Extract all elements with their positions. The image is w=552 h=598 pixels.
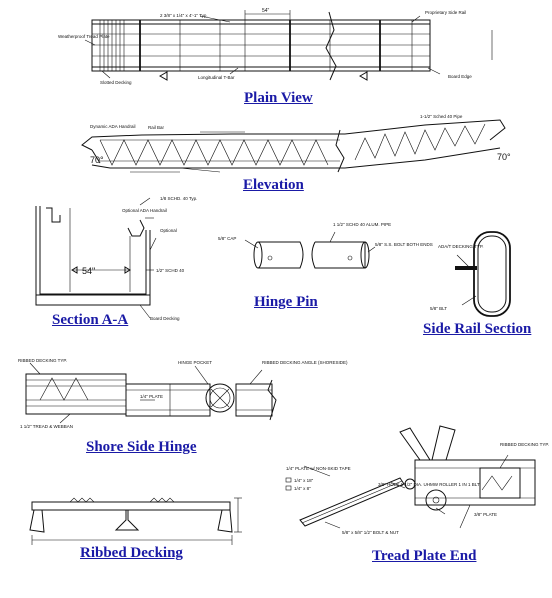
plain-left-callout: Weatherproof Tread Plate bbox=[58, 34, 110, 39]
elevation-drawing: Dynamic ADA Handrail Rail Bar 1-1/2" Sch… bbox=[81, 114, 511, 173]
elevation-left-angle: 70° bbox=[90, 155, 104, 165]
elevation-title[interactable]: Elevation bbox=[243, 177, 304, 193]
plain-top-callout: 2 3/8" x 1/4" x 4'-1" Typ. bbox=[160, 13, 208, 18]
tread-plate-end-drawing: 1/4" PLATE w/ NON-SKID TAPE 1/4" x 18" 1… bbox=[285, 425, 549, 535]
section-top-callout: 1/8 SCHD. 40 Typ. bbox=[160, 196, 197, 201]
tread-box2-callout: 1/4" x 8" bbox=[294, 486, 311, 491]
section-pipe-callout: 1/2" SCHD 40 bbox=[156, 268, 185, 273]
plain-view-drawing: 54" 2 3/8" x 1/4" x 4'-1" Typ. Proprieta… bbox=[58, 8, 493, 85]
ribbed-decking-title[interactable]: Ribbed Decking bbox=[80, 545, 183, 561]
shore-side-hinge-title[interactable]: Shore Side Hinge bbox=[86, 439, 197, 455]
tread-right-top-callout: RIBBED DECKING TYP. bbox=[500, 442, 549, 447]
shore-side-hinge-drawing: RIBBED DECKING TYP. HINGE POCKET RIBBED … bbox=[18, 358, 348, 429]
tread-left-callout: 1/4" PLATE w/ NON-SKID TAPE bbox=[286, 466, 351, 471]
section-width-dimension: 54" bbox=[82, 266, 95, 276]
pin-top-callout: 1 1/2" SCHD 40 ALUM. PIPE bbox=[333, 222, 391, 227]
tread-plate-end-title[interactable]: Tread Plate End bbox=[372, 548, 477, 564]
side-rail-section-drawing: ADA/T DECKING TYP. 5/8" BLT bbox=[430, 231, 511, 317]
hinge-left-callout: RIBBED DECKING TYP. bbox=[18, 358, 67, 363]
hinge-bottom-callout: 1 1/2" TREAD & WEBBAN bbox=[20, 424, 73, 429]
elevation-right-angle: 70° bbox=[497, 152, 511, 162]
plain-top-right-callout: Proprietary Side Rail bbox=[425, 10, 466, 15]
plain-bottom-left-callout: Slotted Decking bbox=[100, 80, 132, 85]
section-deck-callout: Board Decking bbox=[150, 316, 180, 321]
elevation-left-callout: Dynamic ADA Handrail bbox=[90, 124, 136, 129]
elevation-right-callout: 1-1/2" Sched 40 Pipe bbox=[420, 114, 463, 119]
pin-left-callout: 5/8" CAP bbox=[218, 236, 236, 241]
plain-width-dimension: 54" bbox=[262, 8, 270, 14]
tread-bottom-callout: 5/8" x 5/8" 1/2" BOLT & NUT bbox=[342, 530, 399, 535]
plain-bottom-right-callout: Board Edge bbox=[448, 74, 472, 79]
hinge-top-callout: HINGE POCKET bbox=[178, 360, 212, 365]
hinge-plate-callout: 1/4" PLATE bbox=[140, 394, 163, 399]
hinge-pin-title[interactable]: Hinge Pin bbox=[254, 294, 318, 310]
pin-bolt-callout: 5/8" S.S. BOLT BOTH ENDS bbox=[375, 242, 433, 247]
side-rail-section-title[interactable]: Side Rail Section bbox=[423, 321, 532, 337]
hinge-right-callout: RIBBED DECKING ANGLE (SHORESIDE) bbox=[262, 360, 348, 365]
section-aa-title[interactable]: Section A-A bbox=[52, 312, 129, 328]
side-rail-bottom-callout: 5/8" BLT bbox=[430, 306, 447, 311]
section-right-callout: Optional bbox=[160, 228, 177, 233]
plain-view-title[interactable]: Plain View bbox=[244, 90, 313, 106]
section-handrail-callout: Optional ADA Handrail bbox=[122, 208, 167, 213]
tread-mid-callout: 3/8" HOLE 1 1/2" DIA. UHMW ROLLER 1 IN 1… bbox=[378, 482, 480, 487]
tread-box1-callout: 1/4" x 18" bbox=[294, 478, 314, 483]
section-aa-drawing: 54" 1/8 SCHD. 40 Typ. Optional ADA Handr… bbox=[35, 196, 197, 321]
elevation-rail-callout: Rail Bar bbox=[148, 125, 165, 130]
side-rail-top-callout: ADA/T DECKING TYP. bbox=[438, 244, 484, 249]
tread-right-callout: 3/8" PLATE bbox=[474, 512, 497, 517]
ribbed-decking-drawing bbox=[29, 497, 242, 545]
plain-bottom-center-callout: Longitudinal T-Bar bbox=[198, 75, 235, 80]
hinge-pin-drawing: 5/8" CAP 1 1/2" SCHD 40 ALUM. PIPE 5/8" … bbox=[218, 222, 433, 269]
